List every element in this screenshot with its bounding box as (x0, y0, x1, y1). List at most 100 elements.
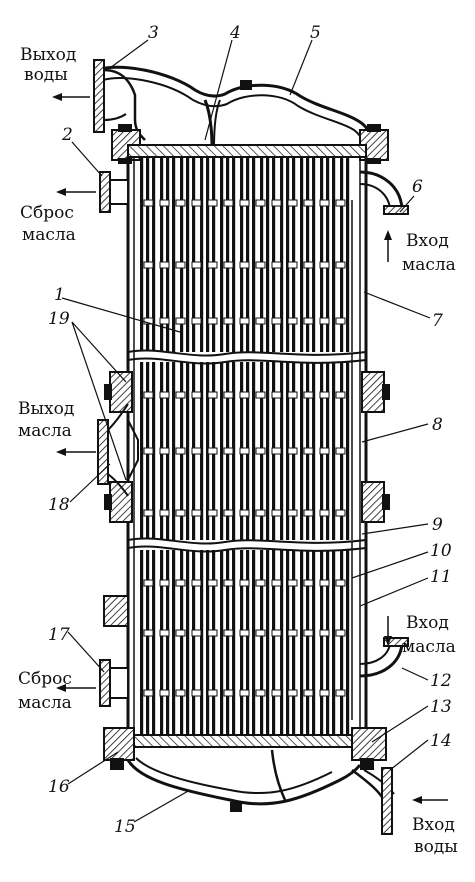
tube (280, 550, 284, 735)
baffle-spacer (191, 261, 202, 269)
baffle-spacer (207, 629, 218, 637)
tube (206, 550, 210, 735)
baffle-spacer (335, 447, 346, 455)
baffle-spacer (287, 629, 298, 637)
baffle-spacer (143, 199, 154, 207)
tube (266, 362, 270, 540)
baffle-spacer (159, 317, 170, 325)
baffle-spacer (239, 447, 250, 455)
baffle-spacer (287, 447, 298, 455)
baffle-spacer (143, 579, 154, 587)
water-in-label-2: воды (414, 837, 458, 857)
tube (186, 362, 190, 540)
baffle-spacer (239, 391, 250, 399)
baffle-spacer (207, 391, 218, 399)
part-number-9: 9 (432, 515, 443, 535)
tube (200, 362, 204, 540)
part-number-19: 19 (48, 309, 70, 329)
baffle-spacer (335, 579, 346, 587)
tube (152, 362, 156, 540)
tube (312, 157, 316, 352)
tube (200, 157, 204, 352)
shell (126, 157, 368, 735)
tube (212, 157, 216, 352)
tube (172, 362, 176, 540)
baffle-spacer (223, 317, 234, 325)
tube (320, 550, 324, 735)
oil-in-top-label-2: масла (402, 255, 456, 275)
tube (260, 550, 264, 735)
baffle-spacer (335, 261, 346, 269)
baffle-spacer (319, 579, 330, 587)
baffle-spacer (303, 447, 314, 455)
tube (140, 157, 144, 352)
baffle-spacer (159, 391, 170, 399)
tube (266, 157, 270, 352)
oil-in-bottom-label-2: масла (402, 637, 456, 657)
part-number-5: 5 (310, 23, 321, 43)
tube (300, 550, 304, 735)
baffle-spacer (271, 629, 282, 637)
baffle-spacer (255, 391, 266, 399)
top-water-chamber (93, 59, 389, 164)
tube (326, 157, 330, 352)
baffle-spacer (287, 579, 298, 587)
tube (266, 550, 270, 735)
tube (292, 550, 296, 735)
baffle-spacer (335, 391, 346, 399)
leader-lines (61, 39, 431, 823)
baffle-spacer (175, 579, 186, 587)
baffle-spacer (319, 689, 330, 697)
baffle-spacer (287, 509, 298, 517)
baffle-spacer (191, 689, 202, 697)
oil-drain-bottom-label-1: Сброс (18, 669, 72, 689)
tube (340, 550, 344, 735)
tube (286, 157, 290, 352)
tube (140, 550, 144, 735)
baffle-spacer (255, 689, 266, 697)
baffle-spacer (255, 261, 266, 269)
baffle-spacer (287, 391, 298, 399)
part-number-18: 18 (48, 495, 70, 515)
tube (152, 550, 156, 735)
tube (306, 157, 310, 352)
baffle-spacer (191, 391, 202, 399)
tube (252, 157, 256, 352)
oil-in-bottom-label-1: Вход (406, 613, 449, 633)
water-out-label-2: воды (24, 65, 68, 85)
baffle-spacer (271, 391, 282, 399)
baffle-spacer (207, 689, 218, 697)
baffle-spacer (303, 579, 314, 587)
baffle-spacer (303, 391, 314, 399)
part-number-13: 13 (430, 697, 452, 717)
tube (220, 550, 224, 735)
baffle-spacer (239, 317, 250, 325)
part-number-17: 17 (48, 625, 70, 645)
baffle-spacer (319, 447, 330, 455)
baffle-spacer (255, 509, 266, 517)
baffle-spacer (303, 689, 314, 697)
baffle-spacer (223, 391, 234, 399)
part-number-8: 8 (432, 415, 443, 435)
baffle-spacer (255, 317, 266, 325)
tube (312, 550, 316, 735)
part-numbers: 3 4 5 2 6 1 19 7 8 18 9 10 11 17 12 13 1… (48, 23, 452, 837)
baffle-spacer (287, 317, 298, 325)
tube (272, 550, 276, 735)
baffle-spacer (239, 629, 250, 637)
baffle-spacer (239, 199, 250, 207)
baffle-spacer (303, 629, 314, 637)
oil-drain-top-label-1: Сброс (20, 203, 74, 223)
tube (280, 157, 284, 352)
baffle-spacer (239, 261, 250, 269)
baffle-spacer (335, 509, 346, 517)
baffle-spacer (319, 509, 330, 517)
baffle-spacer (255, 629, 266, 637)
part-number-16: 16 (48, 777, 70, 797)
baffle-spacer (159, 509, 170, 517)
baffle-spacer (287, 689, 298, 697)
arrow-water-in (412, 796, 448, 804)
baffle-spacer (175, 509, 186, 517)
tube (320, 157, 324, 352)
tube (292, 157, 296, 352)
